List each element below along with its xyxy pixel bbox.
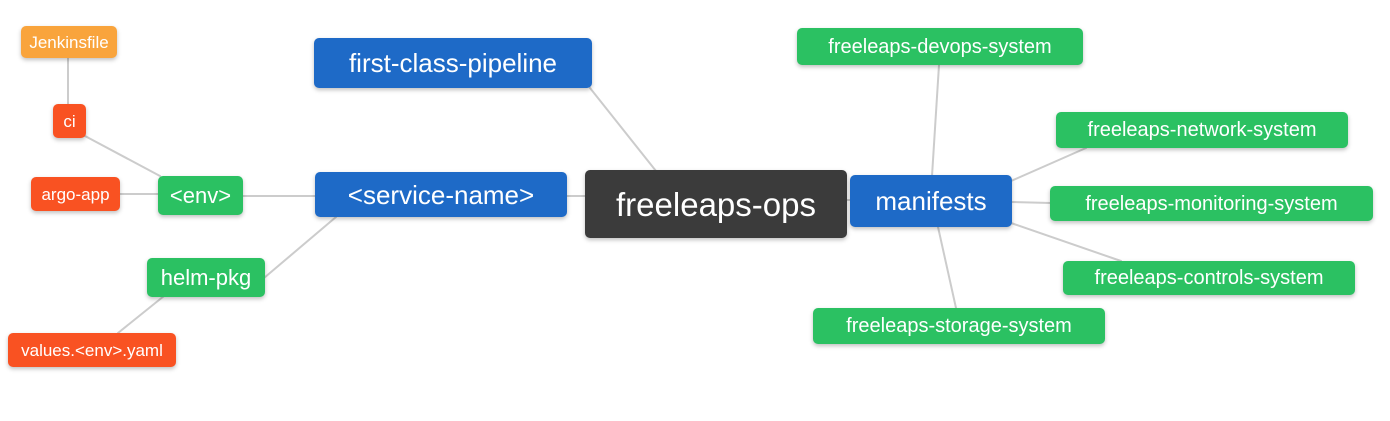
node-freeleaps-controls-system[interactable]: freeleaps-controls-system [1063, 261, 1355, 295]
edge-first-class-pipeline-root [589, 87, 657, 172]
node-ci[interactable]: ci [53, 104, 86, 138]
edge-ci-env [84, 135, 161, 177]
edge-helm-pkg-service-name [263, 216, 337, 279]
edge-manifests-storage [937, 226, 957, 309]
node-freeleaps-storage-system[interactable]: freeleaps-storage-system [813, 308, 1105, 344]
node-argo-app[interactable]: argo-app [31, 177, 120, 211]
node-manifests[interactable]: manifests [850, 175, 1012, 227]
edge-manifests-monitoring [1010, 201, 1052, 204]
node-jenkinsfile[interactable]: Jenkinsfile [21, 26, 117, 58]
node-freeleaps-devops-system[interactable]: freeleaps-devops-system [797, 28, 1083, 65]
node-helm-pkg[interactable]: helm-pkg [147, 258, 265, 297]
node-env[interactable]: <env> [158, 176, 243, 215]
edge-manifests-devops [931, 64, 940, 177]
node-service-name[interactable]: <service-name> [315, 172, 567, 217]
node-freeleaps-network-system[interactable]: freeleaps-network-system [1056, 112, 1348, 148]
node-freeleaps-monitoring-system[interactable]: freeleaps-monitoring-system [1050, 186, 1373, 221]
node-freeleaps-ops-root[interactable]: freeleaps-ops [585, 170, 847, 238]
node-first-class-pipeline[interactable]: first-class-pipeline [314, 38, 592, 88]
edge-values-helm-pkg [117, 295, 165, 334]
edge-manifests-network [1010, 147, 1087, 182]
edge-manifests-controls [1010, 222, 1122, 262]
node-values-env-yaml[interactable]: values.<env>.yaml [8, 333, 176, 367]
